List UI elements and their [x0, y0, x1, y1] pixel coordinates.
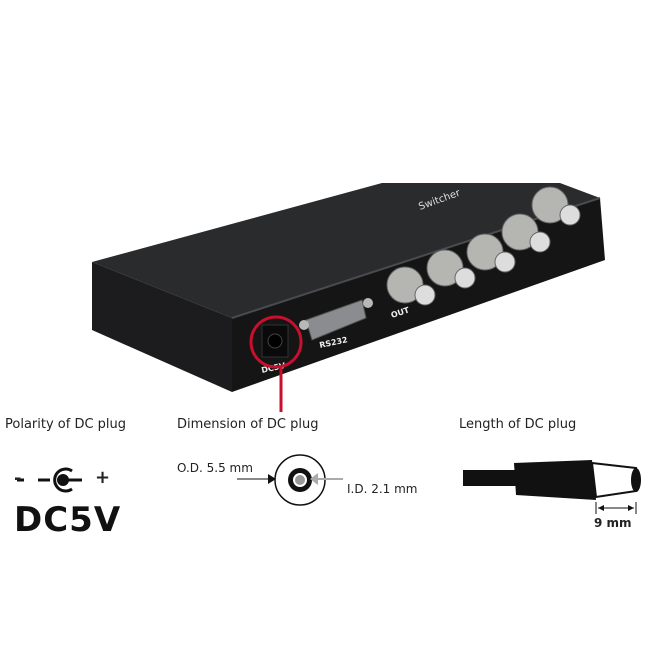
- dimension-title: Dimension of DC plug: [177, 417, 319, 432]
- dc-jack-highlight: [249, 315, 303, 369]
- plug-dimension-diagram: [237, 454, 343, 506]
- polarity-title: Polarity of DC plug: [5, 417, 127, 432]
- polarity-symbol-icon: [17, 467, 82, 493]
- device-side-face: [92, 262, 232, 392]
- device-top-face: [92, 183, 600, 318]
- outer-diameter-label: O.D. 5.5 mm: [177, 461, 253, 475]
- polarity-minus: -: [14, 468, 22, 489]
- length-title: Length of DC plug: [459, 417, 577, 432]
- voltage-label: DC5V: [14, 500, 122, 540]
- plug-length-label: 9 mm: [594, 516, 632, 530]
- plug-length-diagram: [463, 460, 641, 514]
- polarity-plus: +: [95, 467, 111, 488]
- bnc-connectors: [386, 186, 581, 306]
- inner-diameter-label: I.D. 2.1 mm: [347, 482, 418, 496]
- rs232-port: [299, 298, 373, 341]
